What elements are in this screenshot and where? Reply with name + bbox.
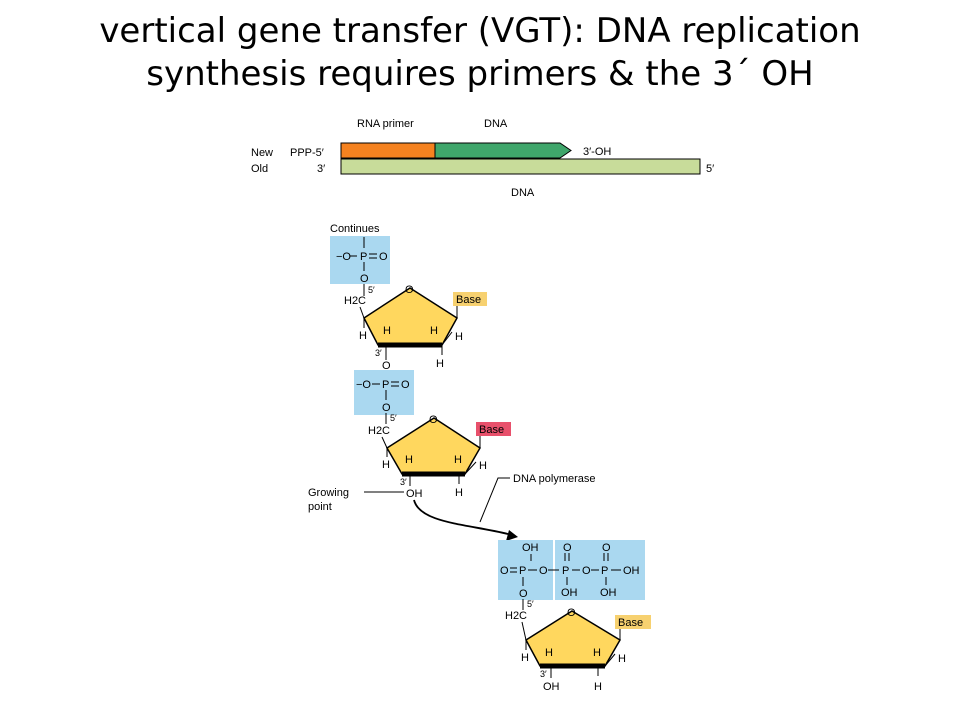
dna-top-label: DNA (484, 118, 508, 130)
attack-arrow (413, 499, 513, 536)
old-five-prime-label: 5′ (706, 163, 714, 175)
new-dna-segment (434, 142, 572, 159)
dntp-oh-right: OH (623, 565, 640, 577)
old-three-prime-label: 3′ (317, 163, 325, 175)
dntp-oh-bottom-2: OH (561, 587, 578, 599)
attack-arrowhead (506, 530, 518, 541)
ppp5-label: PPP-5′ (290, 147, 324, 159)
dntp-o-bridge-1: O (539, 565, 548, 577)
base-box-1 (453, 292, 487, 306)
h2c-1: H2C (344, 295, 366, 307)
slide-title: vertical gene transfer (VGT): DNA replic… (0, 10, 960, 96)
dntp-oh-bottom-3: OH (600, 587, 617, 599)
beta-gamma-phosphates (555, 540, 645, 600)
h-2d: H (479, 460, 487, 472)
growing-point-label-2: point (308, 501, 332, 513)
dntp-o-bridge-2: O (582, 565, 591, 577)
h2c-3: H2C (505, 610, 527, 622)
old-strand-label: Old (251, 163, 268, 175)
dna-bottom-label: DNA (511, 187, 535, 199)
base-box-3 (615, 615, 651, 629)
dntp-o-bridge-alpha: O (519, 588, 528, 600)
three-prime-1: 3′ (375, 348, 382, 358)
h-1d: H (455, 331, 463, 343)
rna-primer-segment (340, 142, 436, 159)
h-1a: H (359, 330, 367, 342)
phosphate-1-o-bridge: O (360, 273, 369, 285)
dntp-o-double-1: O (500, 565, 509, 577)
three-prime-3: 3′ (540, 669, 547, 679)
phosphate-2-p: P (382, 379, 389, 391)
h2c-2: H2C (368, 425, 390, 437)
h-2c: H (454, 454, 462, 466)
phosphate-1-o-double: O (379, 251, 388, 263)
ring-oxygen-1: O (405, 284, 414, 296)
h-3b: H (545, 647, 553, 659)
nucleotide-2: −O P O O 5′ H2C O Base H H H H H 3′ OH G… (308, 370, 511, 513)
old-dna-strand (340, 158, 701, 175)
dntp-o-top-3: O (602, 542, 611, 554)
h-2e: H (455, 487, 463, 499)
base-label-3: Base (618, 617, 643, 629)
sugar-ring-3 (525, 610, 622, 667)
h-2a: H (382, 459, 390, 471)
phosphate-2-o-double: O (401, 379, 410, 391)
h-2b: H (405, 454, 413, 466)
five-prime-2: 5′ (390, 413, 397, 423)
phosphate-2-ominus: −O (356, 379, 371, 391)
phosphate-1-ominus: −O (336, 251, 351, 263)
dntp-oh-top-1: OH (522, 542, 539, 554)
dna-polymerase-label: DNA polymerase (513, 473, 596, 485)
title-line-1: vertical gene transfer (VGT): DNA replic… (99, 11, 861, 51)
continues-label: Continues (330, 223, 380, 235)
dntp-p-3: P (601, 565, 608, 577)
sugar-ring-2 (385, 417, 482, 475)
dntp-p-1: P (519, 565, 526, 577)
sugar-ring-1 (363, 287, 458, 346)
three-oh-label: 3′-OH (583, 146, 611, 158)
h-3e: H (594, 681, 602, 693)
bridge-oxygen-1: O (382, 360, 391, 372)
dntp-three-oh: OH (543, 681, 560, 693)
h-1c: H (430, 325, 438, 337)
h-3d: H (618, 653, 626, 665)
h-1b: H (383, 325, 391, 337)
base-label-1: Base (456, 294, 481, 306)
new-strand-label: New (251, 147, 273, 159)
phosphate-2-o-bridge: O (382, 402, 391, 414)
phosphate-group-2 (354, 370, 414, 415)
polymerase-reaction: DNA polymerase (413, 473, 596, 541)
dntp-p-2: P (562, 565, 569, 577)
growing-oh: OH (406, 488, 423, 500)
title-line-2: synthesis requires primers & the 3´ OH (146, 54, 814, 94)
phosphate-1-p: P (360, 251, 367, 263)
three-prime-2: 3′ (400, 477, 407, 487)
h-1e: H (436, 358, 444, 370)
incoming-nucleotide: OH O P O O P O O P OH OH OH O 5′ H2C O (498, 540, 651, 693)
h-3a: H (521, 652, 529, 664)
polymerase-pointer (479, 477, 510, 523)
strand-schematic: RNA primer DNA New Old PPP-5′ 3′ 3′-OH 5… (251, 118, 714, 199)
phosphate-group-1 (330, 236, 390, 284)
alpha-phosphate (498, 540, 553, 600)
dntp-o-top-2: O (563, 542, 572, 554)
base-box-2 (476, 422, 511, 436)
nucleotide-1: Continues −O P O O 5′ H2C O Base H H H H… (330, 223, 487, 378)
base-label-2: Base (479, 424, 504, 436)
five-prime-3: 5′ (527, 599, 534, 609)
ring-oxygen-3: O (567, 607, 576, 619)
h-3c: H (593, 647, 601, 659)
five-prime-1: 5′ (368, 285, 375, 295)
ring-oxygen-2: O (429, 414, 438, 426)
growing-point-label-1: Growing (308, 487, 349, 499)
rna-primer-label: RNA primer (357, 118, 414, 130)
